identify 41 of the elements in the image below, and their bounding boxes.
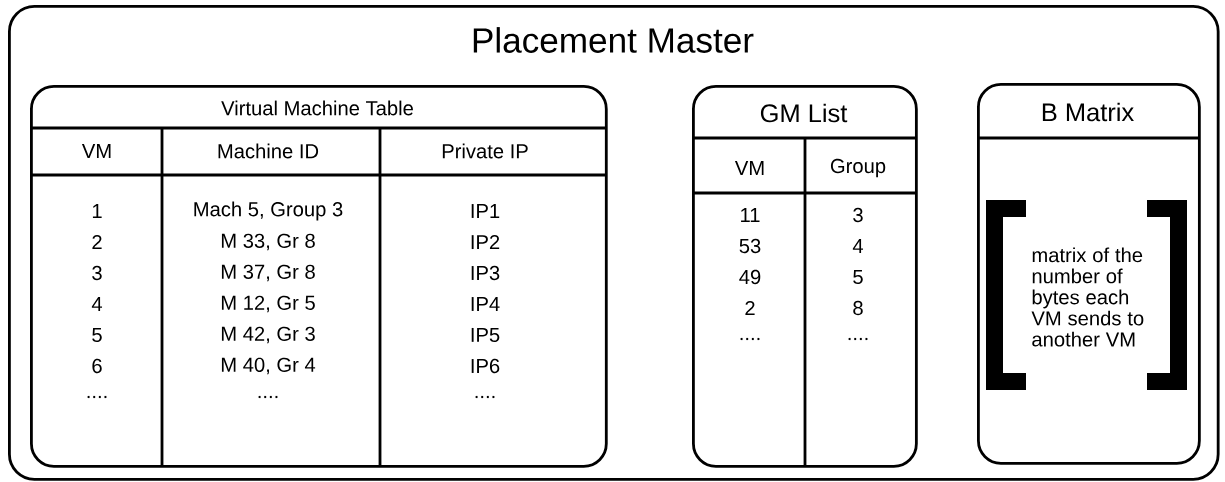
table-entry: .... <box>740 337 760 341</box>
table-entry: IP5 <box>471 327 500 343</box>
table-entry: 11 <box>741 208 760 222</box>
table-entry: 53 <box>739 238 761 254</box>
heading: Placement Master <box>473 27 754 53</box>
column-header: Group <box>830 158 886 178</box>
column-header: VM <box>81 144 111 158</box>
table-entry: IP6 <box>471 358 500 374</box>
table-entry: 2 <box>92 234 102 250</box>
table-entry: Mach 5, Group 3 <box>194 201 343 221</box>
table-title: Virtual Machine Table <box>221 100 413 116</box>
table-entry: IP4 <box>471 297 500 311</box>
table-entry: M 42, Gr 3 <box>221 326 315 344</box>
column-header: VM <box>734 161 764 175</box>
table-entry: 3 <box>853 207 863 223</box>
table-entry: 2 <box>745 300 755 316</box>
column-header: Machine ID <box>218 143 319 159</box>
table-entry: 5 <box>92 327 102 343</box>
table-entry: IP2 <box>471 234 500 250</box>
table-entry: .... <box>848 337 868 341</box>
table-entry: M 33, Gr 8 <box>221 233 315 251</box>
table-entry: M 37, Gr 8 <box>221 264 315 282</box>
table-entry: 3 <box>92 265 102 281</box>
table-entry: .... <box>475 395 495 399</box>
table-entry: 8 <box>853 300 863 316</box>
table-entry: .... <box>87 395 107 399</box>
table-entry: .... <box>258 395 278 399</box>
table-entry: M 12, Gr 5 <box>221 295 315 313</box>
matrix-description: matrix of the number of bytes each VM sends to another VM <box>1031 247 1144 347</box>
table-entry: 6 <box>92 358 102 374</box>
table-entry: IP1 <box>471 204 500 218</box>
panel-title: B Matrix <box>1042 102 1134 122</box>
table-entry: IP3 <box>471 265 500 281</box>
table-entry: M 40, Gr 4 <box>221 357 316 375</box>
table-title: GM List <box>760 103 848 123</box>
column-header: Private IP <box>442 143 528 159</box>
table-entry: 4 <box>91 297 102 311</box>
table-entry: 1 <box>92 204 102 218</box>
table-entry: 5 <box>853 269 863 285</box>
table-entry: 49 <box>739 269 761 285</box>
table-entry: 4 <box>852 239 863 253</box>
